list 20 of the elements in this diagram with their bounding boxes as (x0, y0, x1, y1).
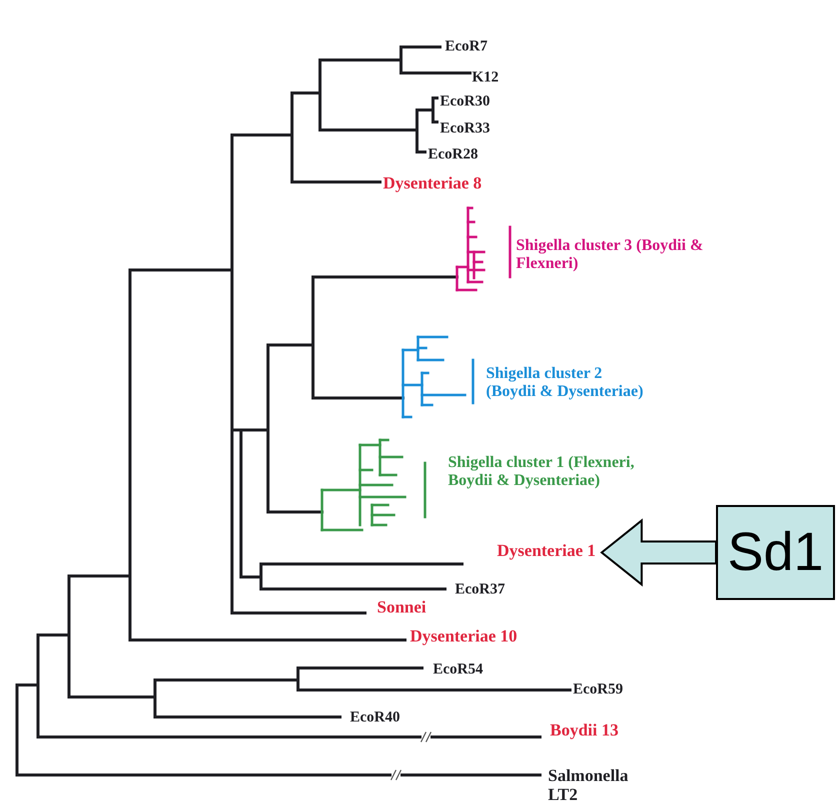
taxon-label: Dysenteriae 1 (497, 540, 596, 562)
taxon-label: EcoR54 (433, 662, 483, 678)
cluster-label: Shigella cluster 3 (Boydii & Flexneri) (516, 237, 704, 273)
taxon-label: EcoR40 (350, 710, 400, 726)
block-arrow (600, 518, 717, 587)
callout-box: Sd1 (716, 505, 835, 600)
taxon-label: EcoR37 (455, 582, 505, 598)
taxon-label: Boydii 13 (550, 720, 618, 740)
cluster-label: Shigella cluster 1 (Flexneri, Boydii & Dysenteriae) (448, 454, 636, 490)
taxon-label: Dysenteriae 10 (410, 626, 518, 646)
taxon-label: EcoR28 (428, 146, 478, 164)
taxon-label: Sonnei (377, 597, 426, 617)
taxon-label: EcoR7 (445, 38, 488, 56)
taxon-label: Dysenteriae 8 (383, 173, 482, 193)
taxon-label: Salmonella LT2 (548, 766, 630, 804)
taxon-label: EcoR59 (573, 682, 623, 698)
cluster-label: Shigella cluster 2 (Boydii & Dysenteriae) (486, 365, 644, 401)
taxon-label: EcoR33 (440, 120, 490, 138)
taxon-label: K12 (472, 70, 499, 86)
taxon-label: EcoR30 (440, 94, 490, 110)
